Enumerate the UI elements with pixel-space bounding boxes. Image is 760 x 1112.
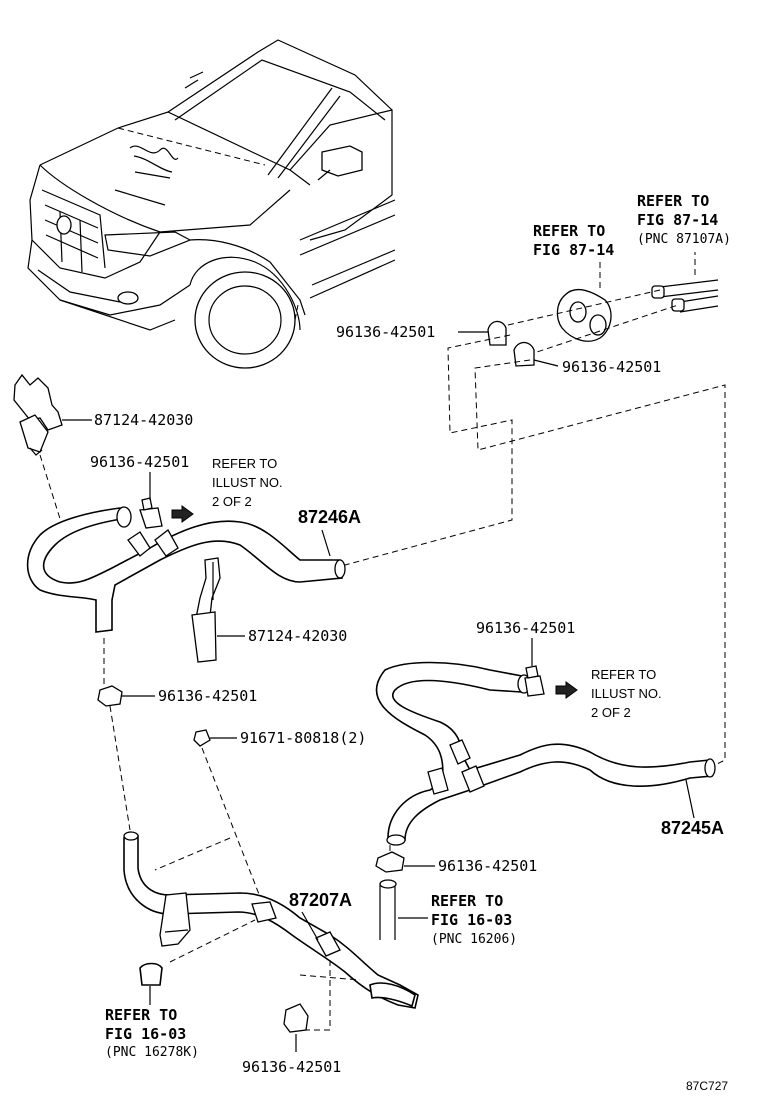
heater-pipe-grommet-assembly xyxy=(344,252,726,766)
hose-87246a-assembly xyxy=(13,373,346,903)
hose-87245a-assembly xyxy=(375,661,716,940)
part-label-bracket-left-top: 87124-42030 xyxy=(94,411,193,429)
part-label-hose-87245a: 87245A xyxy=(661,818,724,838)
part-label-pipe-87207a: 87207A xyxy=(289,890,352,910)
refer-16-03-a-line1: REFER TO xyxy=(431,892,503,910)
refer-16-03-a-line3: (PNC 16206) xyxy=(431,932,517,947)
refer-illust-2-line2: ILLUST NO. xyxy=(591,686,662,701)
vehicle-illustration xyxy=(27,39,396,369)
refer-87-14-b-line3: (PNC 87107A) xyxy=(637,232,731,247)
part-label-bolt: 91671-80818(2) xyxy=(240,729,366,747)
part-label-clamp-right-top: 96136-42501 xyxy=(476,619,575,637)
refer-16-03-a-line2: FIG 16-03 xyxy=(431,911,512,929)
refer-87-14-b-line2: FIG 87-14 xyxy=(637,211,718,229)
pipe-87207a-assembly xyxy=(123,831,419,1033)
diagram-code: 87C727 xyxy=(686,1079,728,1093)
part-label-hose-87246a: 87246A xyxy=(298,507,361,527)
refer-illust-2-line1: REFER TO xyxy=(591,667,656,682)
refer-87-14-a-line1: REFER TO xyxy=(533,222,605,240)
refer-87-14-b-line1: REFER TO xyxy=(637,192,709,210)
part-label-clamp-left-mid: 96136-42501 xyxy=(158,687,257,705)
refer-illust-2-line3: 2 OF 2 xyxy=(591,705,631,720)
part-label-clamp-upper-right-1: 96136-42501 xyxy=(336,323,435,341)
refer-illust-1-line3: 2 OF 2 xyxy=(212,494,252,509)
part-label-clamp-right-bottom: 96136-42501 xyxy=(438,857,537,875)
refer-87-14-a-line2: FIG 87-14 xyxy=(533,241,614,259)
part-label-clamp-upper-right-2: 96136-42501 xyxy=(562,358,661,376)
refer-16-03-b-line3: (PNC 16278K) xyxy=(105,1045,199,1060)
refer-illust-1-line2: ILLUST NO. xyxy=(212,475,283,490)
part-label-clamp-left-top: 96136-42501 xyxy=(90,453,189,471)
part-label-clamp-bottom: 96136-42501 xyxy=(242,1058,341,1076)
refer-16-03-b-line2: FIG 16-03 xyxy=(105,1025,186,1043)
refer-16-03-b-line1: REFER TO xyxy=(105,1006,177,1024)
refer-illust-1-line1: REFER TO xyxy=(212,456,277,471)
part-label-bracket-left-mid: 87124-42030 xyxy=(248,627,347,645)
